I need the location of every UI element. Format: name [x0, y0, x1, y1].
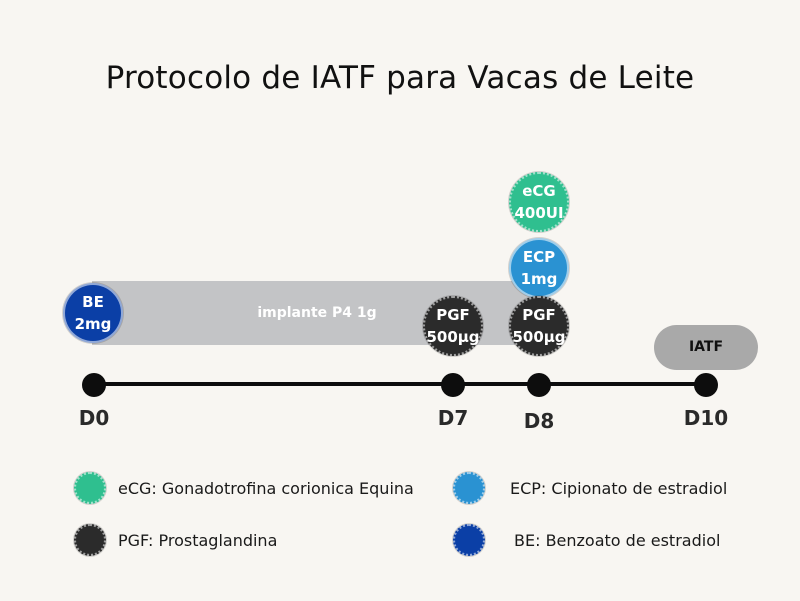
- ecg-circle: eCG 400UI: [509, 172, 569, 232]
- ecg-dose: 400UI: [514, 204, 564, 222]
- day-label-d7: D7: [437, 406, 469, 430]
- ecg-name: eCG: [522, 182, 556, 200]
- ecp-dose: 1mg: [520, 270, 558, 288]
- pgf-d7-dose: 500µg: [426, 328, 480, 346]
- day-label-d0: D0: [78, 406, 110, 430]
- be-dose: 2mg: [74, 315, 112, 333]
- timeline-dot-d7: [441, 373, 465, 397]
- timeline-dot-d10: [694, 373, 718, 397]
- timeline-dot-d0: [82, 373, 106, 397]
- pgf-d7-circle: PGF 500µg: [423, 296, 483, 356]
- pgf-d8-dose: 500µg: [512, 328, 566, 346]
- legend-pgf-swatch: [74, 524, 106, 556]
- day-label-d10: D10: [683, 406, 729, 430]
- legend-ecp-text: ECP: Cipionato de estradiol: [510, 479, 728, 498]
- pgf-d7-name: PGF: [436, 306, 470, 324]
- legend-ecp-swatch: [453, 472, 485, 504]
- pgf-d8-name: PGF: [522, 306, 556, 324]
- day-label-d8: D8: [523, 409, 555, 433]
- ecp-circle: ECP 1mg: [509, 238, 569, 298]
- timeline-dot-d8: [527, 373, 551, 397]
- timeline-axis: [94, 382, 706, 386]
- iatf-pill: IATF: [654, 325, 758, 370]
- legend-ecg-swatch: [74, 472, 106, 504]
- ecp-name: ECP: [522, 248, 556, 266]
- legend-ecg-text: eCG: Gonadotrofina corionica Equina: [118, 479, 414, 498]
- implant-label: implante P4 1g: [257, 305, 377, 321]
- diagram-title: Protocolo de IATF para Vacas de Leite: [105, 60, 695, 96]
- pgf-d8-circle: PGF 500µg: [509, 296, 569, 356]
- be-circle: BE 2mg: [63, 283, 123, 343]
- be-name: BE: [82, 293, 104, 311]
- legend-be-swatch: [453, 524, 485, 556]
- legend-pgf-text: PGF: Prostaglandina: [118, 531, 278, 550]
- legend-be-text: BE: Benzoato de estradiol: [514, 531, 721, 550]
